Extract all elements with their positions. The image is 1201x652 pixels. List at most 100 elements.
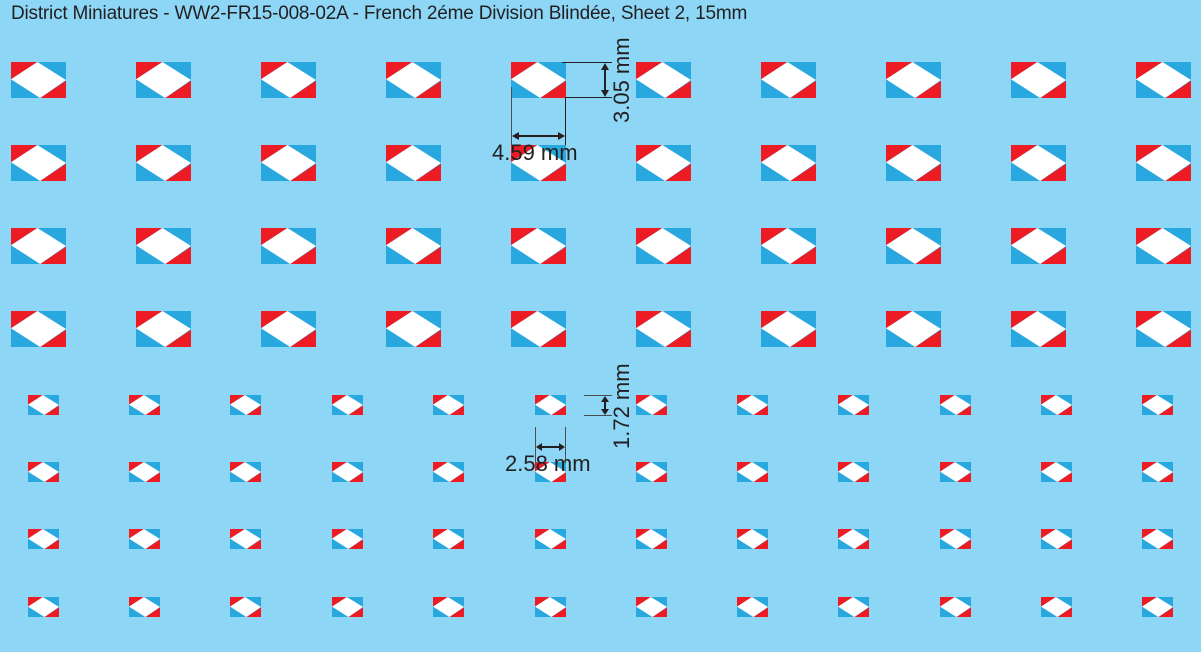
small-decal: [433, 529, 464, 549]
large-decal: [761, 311, 816, 347]
small-decal: [332, 462, 363, 482]
small-decal: [535, 529, 566, 549]
large-height-extension-bottom: [566, 97, 612, 98]
large-decal: [261, 311, 316, 347]
large-width-extension-right: [565, 97, 566, 145]
small-decal: [230, 395, 261, 415]
small-decal: [940, 462, 971, 482]
large-decal: [511, 145, 566, 181]
small-decal: [737, 529, 768, 549]
small-decal: [1041, 597, 1072, 617]
small-decal: [1142, 529, 1173, 549]
large-decal: [136, 145, 191, 181]
small-decal: [838, 529, 869, 549]
large-height-label: 3.05 mm: [609, 37, 634, 123]
small-decal: [940, 597, 971, 617]
large-width-label: 4.59 mm: [492, 140, 578, 165]
small-decal: [433, 597, 464, 617]
large-decal: [136, 228, 191, 264]
small-decal: [433, 395, 464, 415]
large-height-extension-top: [562, 62, 612, 63]
large-decal: [11, 62, 66, 98]
large-decal: [636, 311, 691, 347]
small-decal: [535, 597, 566, 617]
large-decal: [511, 62, 566, 98]
small-decal: [636, 395, 667, 415]
large-decal: [1136, 62, 1191, 98]
small-decal: [28, 395, 59, 415]
large-decal: [636, 62, 691, 98]
large-decal: [761, 62, 816, 98]
large-width-arrow-icon: [511, 131, 566, 141]
small-decal: [1142, 462, 1173, 482]
large-decal: [511, 311, 566, 347]
small-decal: [737, 462, 768, 482]
small-decal: [838, 462, 869, 482]
small-decal: [535, 395, 566, 415]
large-decal: [1136, 228, 1191, 264]
large-decal: [261, 62, 316, 98]
small-decal: [129, 462, 160, 482]
large-decal: [761, 228, 816, 264]
small-height-arrow-icon: [600, 395, 610, 416]
large-decal: [886, 62, 941, 98]
small-decal: [1142, 597, 1173, 617]
large-decal: [261, 145, 316, 181]
large-decal: [886, 145, 941, 181]
small-decal: [1142, 395, 1173, 415]
small-decal: [940, 395, 971, 415]
small-width-extension-right: [565, 427, 566, 463]
small-width-extension-left: [535, 427, 536, 463]
large-decal: [1011, 145, 1066, 181]
small-decal: [1041, 395, 1072, 415]
small-decal: [940, 529, 971, 549]
small-decal: [28, 529, 59, 549]
small-height-extension-bottom: [584, 415, 612, 416]
small-decal: [332, 597, 363, 617]
large-decal: [1136, 311, 1191, 347]
large-width-extension-left: [511, 87, 512, 145]
small-decal: [129, 395, 160, 415]
small-decal: [433, 462, 464, 482]
small-decal: [636, 529, 667, 549]
small-decal: [230, 462, 261, 482]
large-decal: [1136, 145, 1191, 181]
large-decal: [136, 311, 191, 347]
small-decal: [332, 529, 363, 549]
large-decal: [386, 311, 441, 347]
small-decal: [535, 462, 566, 482]
large-decal: [1011, 62, 1066, 98]
large-decal: [886, 228, 941, 264]
small-decal: [1041, 462, 1072, 482]
large-decal: [261, 228, 316, 264]
small-width-label: 2.58 mm: [505, 451, 591, 476]
small-decal: [838, 395, 869, 415]
small-decal: [838, 597, 869, 617]
small-decal: [737, 597, 768, 617]
sheet-title: District Miniatures - WW2-FR15-008-02A -…: [11, 3, 748, 24]
small-height-extension-top: [584, 395, 612, 396]
small-decal: [636, 462, 667, 482]
large-decal: [11, 311, 66, 347]
large-decal: [386, 62, 441, 98]
large-decal: [136, 62, 191, 98]
small-width-arrow-icon: [535, 442, 566, 452]
small-decal: [332, 395, 363, 415]
small-decal: [1041, 529, 1072, 549]
large-decal: [11, 228, 66, 264]
small-decal: [129, 597, 160, 617]
large-decal: [386, 228, 441, 264]
large-decal: [386, 145, 441, 181]
small-decal: [636, 597, 667, 617]
small-decal: [28, 462, 59, 482]
large-decal: [886, 311, 941, 347]
small-decal: [230, 529, 261, 549]
large-decal: [1011, 228, 1066, 264]
small-decal: [28, 597, 59, 617]
small-decal: [129, 529, 160, 549]
large-decal: [1011, 311, 1066, 347]
large-decal: [11, 145, 66, 181]
large-decal: [636, 228, 691, 264]
large-decal: [511, 228, 566, 264]
large-height-arrow-icon: [600, 62, 610, 98]
